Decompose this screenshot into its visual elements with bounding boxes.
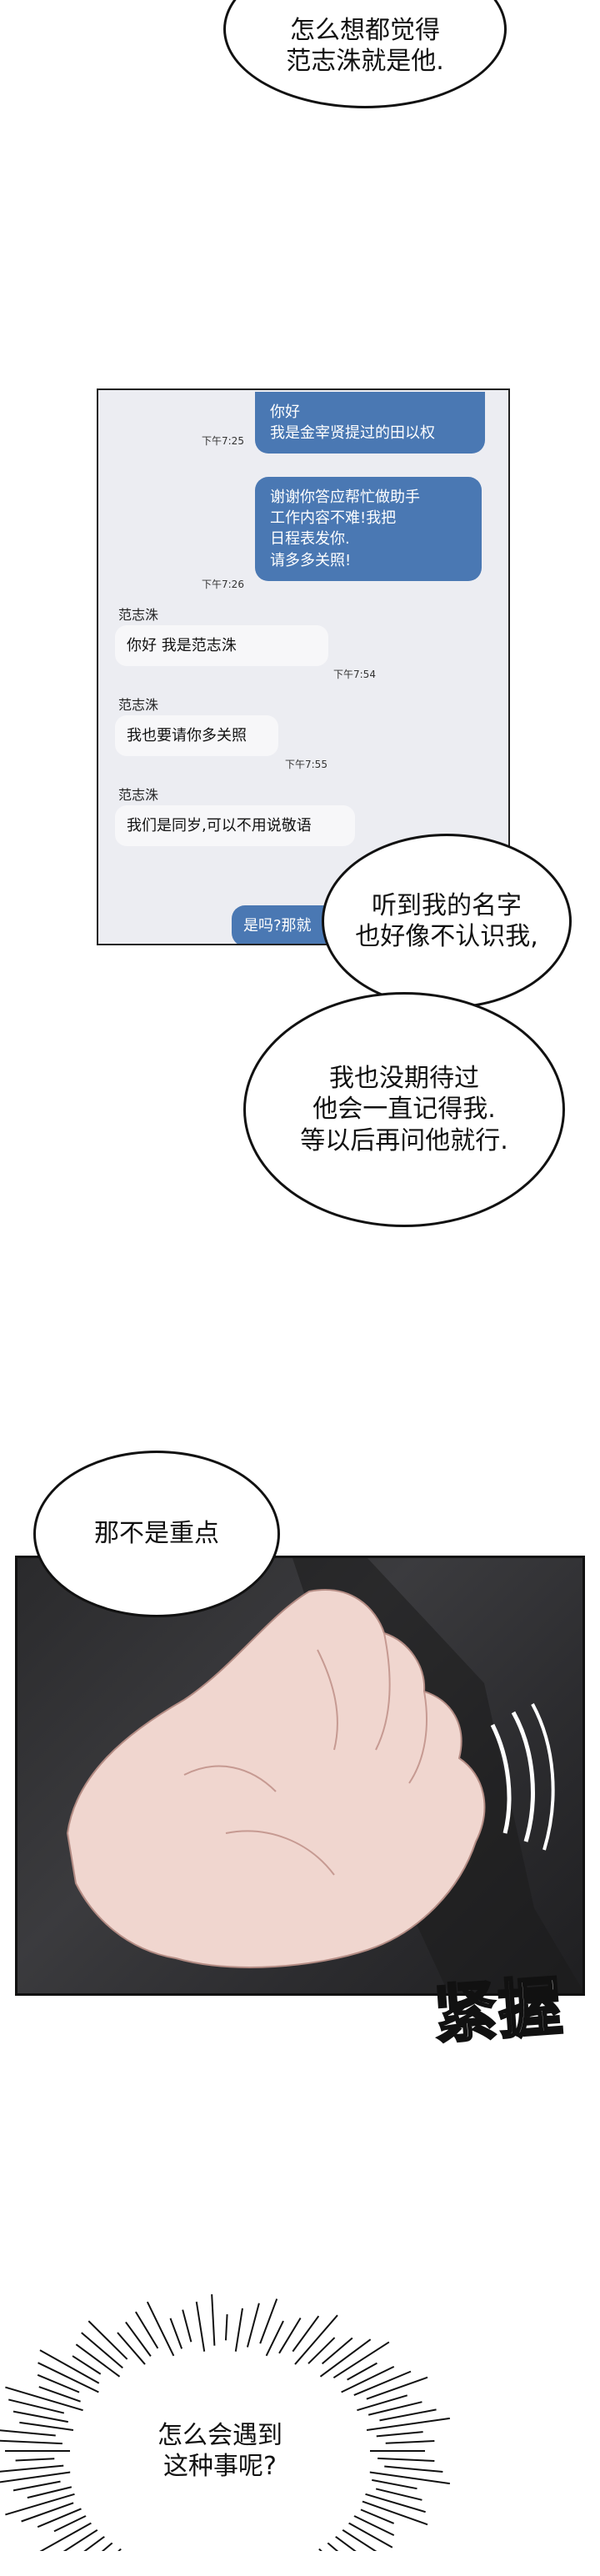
burst-line	[37, 2506, 87, 2528]
burst-line	[319, 2338, 372, 2378]
burst-line	[366, 2376, 428, 2400]
speech-bubble-bottom: 怎么会遇到 这种事呢?	[70, 2359, 370, 2576]
sender-name-3: 范志洙	[118, 787, 159, 803]
burst-line	[0, 2464, 64, 2473]
burst-line	[12, 2480, 61, 2492]
burst-line	[195, 2301, 206, 2352]
burst-line	[27, 2486, 72, 2499]
burst-line	[357, 2394, 408, 2412]
incoming-message-1: 你好 我是范志洙	[115, 625, 328, 667]
burst-line	[39, 2349, 100, 2384]
burst-line	[125, 2321, 152, 2357]
burst-line	[321, 2337, 353, 2365]
burst-line	[38, 2386, 81, 2403]
incoming-message-2: 我也要请你多关照	[115, 715, 278, 757]
burst-line	[37, 2373, 80, 2393]
incoming-message-3: 我们是同岁,可以不用说敬语	[115, 805, 355, 847]
burst-line	[357, 2490, 426, 2513]
sender-name-2: 范志洙	[118, 697, 159, 713]
message-time-2: 下午7:26	[202, 579, 244, 590]
burst-line	[211, 2294, 216, 2346]
burst-line	[135, 2311, 159, 2349]
burst-line	[224, 2314, 228, 2341]
burst-line	[0, 2429, 56, 2437]
burst-line	[39, 2521, 93, 2551]
burst-line	[294, 2314, 338, 2365]
burst-line	[366, 2470, 450, 2485]
sound-effect-grip: 紧握	[430, 1967, 568, 2053]
burst-line	[15, 2458, 55, 2462]
burst-line	[12, 2410, 68, 2423]
chat-screenshot: 你好 我是金宰贤提过的田以权 下午7:25 谢谢你答应帮忙做助手 工作内容不难!…	[97, 388, 510, 945]
message-time-1: 下午7:25	[202, 435, 244, 447]
clenched-fist-panel	[15, 1556, 585, 1996]
burst-line	[265, 2320, 284, 2357]
speech-bubble-top: 怎么想都觉得 范志洙就是他.	[223, 0, 507, 108]
burst-line	[146, 2301, 175, 2357]
burst-line	[372, 2478, 418, 2490]
fist-illustration	[66, 1558, 582, 1993]
burst-line	[332, 2341, 390, 2379]
message-time-4: 下午7:55	[285, 759, 328, 770]
burst-line	[0, 2439, 62, 2445]
speech-bubble-point: 那不是重点	[33, 1451, 280, 1617]
message-time-3: 下午7:54	[333, 669, 376, 680]
burst-line	[278, 2318, 302, 2354]
speech-bubble-expect: 我也没期待过 他会一直记得我. 等以后再问他就行.	[243, 992, 565, 1227]
speech-bubble-name: 听到我的名字 也好像不认识我,	[322, 834, 572, 1009]
burst-line	[308, 2337, 336, 2364]
burst-line	[5, 2386, 83, 2412]
outgoing-message-1: 你好 我是金宰贤提过的田以权	[255, 392, 485, 454]
burst-line	[21, 2502, 74, 2523]
burst-line	[384, 2465, 443, 2473]
burst-line	[376, 2431, 423, 2438]
burst-line	[169, 2318, 183, 2349]
burst-line	[8, 2398, 65, 2414]
burst-line	[75, 2343, 121, 2378]
burst-line	[0, 2470, 74, 2483]
burst-line	[292, 2315, 320, 2353]
burst-line	[375, 2488, 422, 2501]
burst-line	[341, 2366, 395, 2393]
burst-line	[72, 2355, 102, 2375]
burst-line	[347, 2362, 378, 2381]
burst-line	[385, 2440, 435, 2444]
burst-line	[368, 2401, 422, 2416]
burst-line	[379, 2408, 437, 2422]
burst-line	[117, 2332, 146, 2365]
burst-line	[366, 2417, 450, 2432]
burst-line	[81, 2332, 123, 2369]
burst-line	[353, 2370, 412, 2396]
burst-line	[234, 2308, 243, 2352]
burst-line	[259, 2298, 278, 2344]
burst-line	[38, 2362, 99, 2393]
outgoing-message-2: 谢谢你答应帮忙做助手 工作内容不难!我把 日程表发你. 请多多关照!	[255, 477, 482, 581]
burst-line	[19, 2421, 74, 2432]
sender-name-1: 范志洙	[118, 607, 159, 623]
burst-line	[378, 2457, 435, 2462]
burst-line	[88, 2320, 128, 2360]
burst-line	[182, 2309, 192, 2343]
burst-line	[246, 2303, 260, 2348]
